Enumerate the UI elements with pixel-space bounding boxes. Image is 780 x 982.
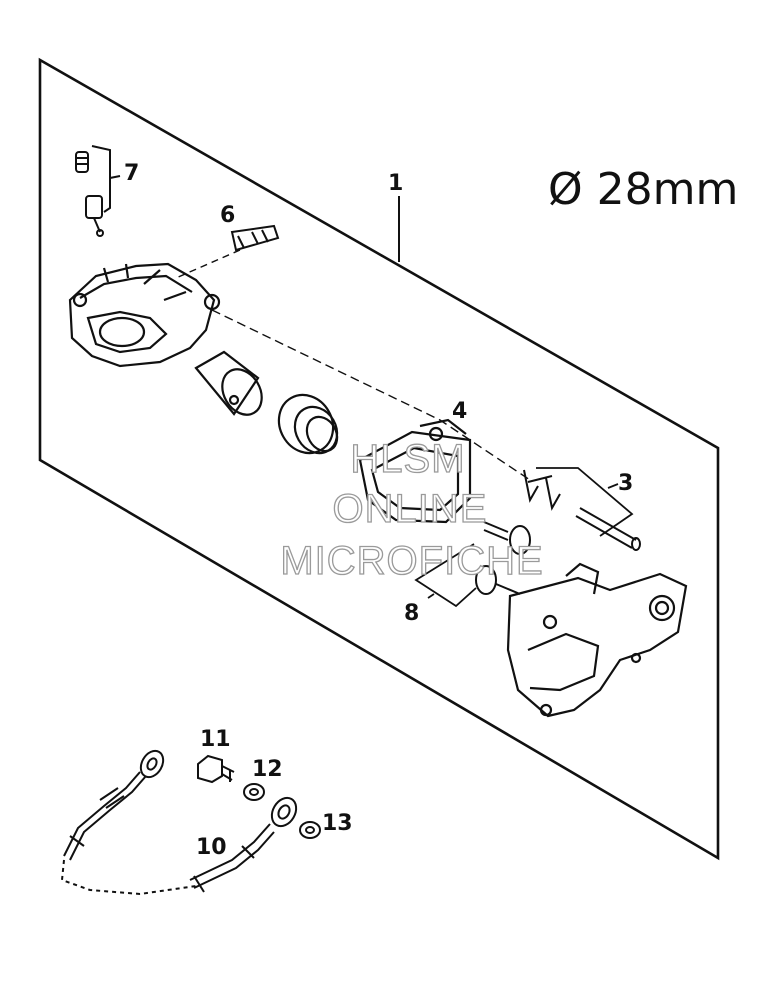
callout-11[interactable]: 11 — [200, 727, 231, 752]
caliper-carrier[interactable] — [506, 562, 688, 718]
watermark-line-3: MICROFICHE — [280, 539, 543, 583]
callout-1[interactable]: 1 — [388, 171, 403, 196]
callout-3[interactable]: 3 — [618, 471, 633, 496]
bracket-8 — [414, 543, 477, 608]
brake-hose-part-10[interactable] — [60, 747, 301, 896]
caliper-body[interactable] — [68, 262, 221, 368]
callout-6[interactable]: 6 — [220, 203, 235, 228]
bracket-7 — [91, 145, 121, 213]
piston-seal[interactable] — [268, 385, 345, 463]
washer-part-12[interactable] — [243, 783, 265, 801]
banjo-bolt-part-11[interactable] — [197, 754, 235, 784]
callout-13[interactable]: 13 — [322, 811, 353, 836]
bleeder-screw-part-7[interactable] — [75, 151, 104, 237]
piston[interactable] — [194, 350, 270, 422]
callout-4[interactable]: 4 — [452, 399, 467, 424]
watermark-line-1: HLSM — [350, 437, 465, 481]
spec-label: Ø 28mm — [548, 164, 738, 215]
clip-part-6[interactable] — [230, 224, 280, 252]
bracket-3 — [536, 467, 634, 537]
pin-clips-part-3[interactable] — [523, 469, 641, 551]
callout-12[interactable]: 12 — [252, 757, 283, 782]
callout-8[interactable]: 8 — [404, 601, 419, 626]
washer-part-13[interactable] — [299, 821, 321, 839]
assembly-frame — [38, 57, 720, 861]
watermark-line-2: ONLINE — [333, 487, 488, 531]
callout-10[interactable]: 10 — [196, 835, 227, 860]
brake-pads-part-4[interactable] — [358, 418, 472, 524]
slide-pins-part-8[interactable] — [475, 521, 531, 595]
callout-7[interactable]: 7 — [124, 161, 139, 186]
assembly-line-main — [211, 309, 531, 481]
